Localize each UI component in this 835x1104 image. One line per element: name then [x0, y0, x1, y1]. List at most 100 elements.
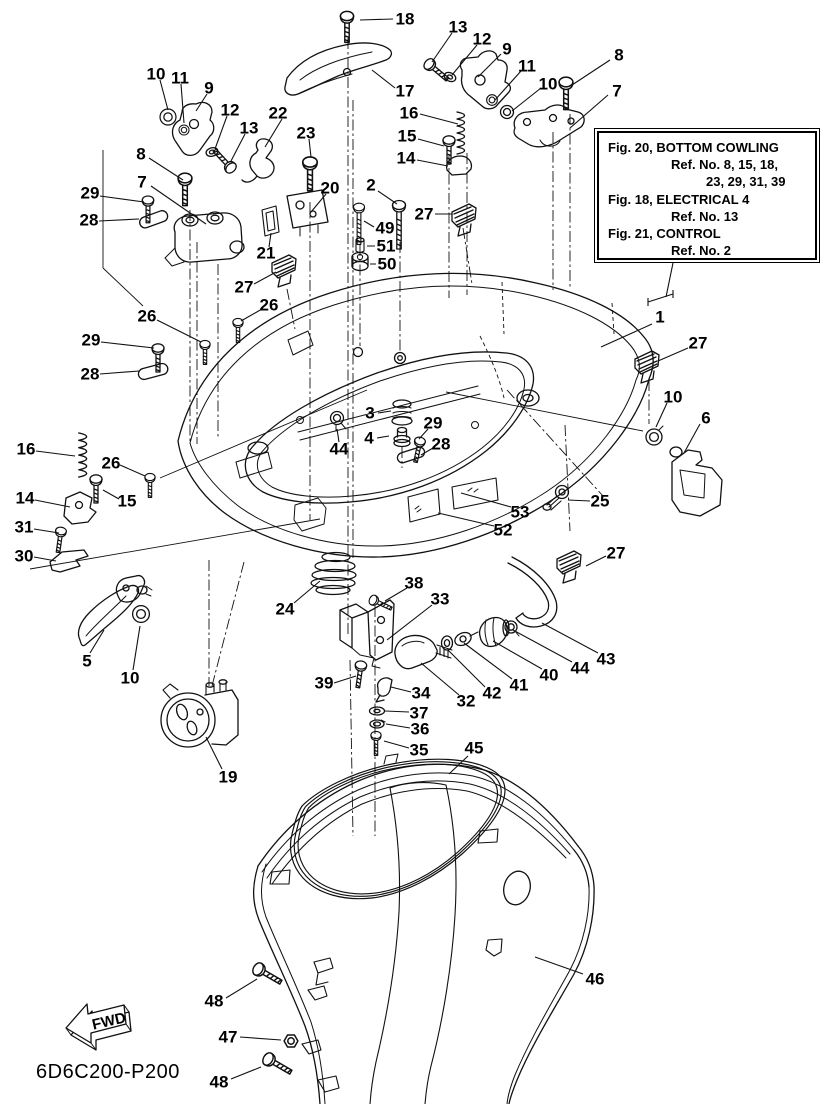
- screw-48b: [259, 1050, 295, 1079]
- callout-10: 10: [146, 64, 166, 84]
- callout-40: 40: [539, 665, 559, 685]
- mount-27d: [556, 550, 582, 584]
- screw-25: [542, 484, 570, 511]
- mount-3-4: [391, 399, 413, 448]
- callout-37: 37: [409, 703, 429, 723]
- callout-51: 51: [376, 236, 396, 256]
- fwd-arrow: [65, 1003, 132, 1051]
- housing-6: [669, 446, 723, 517]
- callout-33: 33: [430, 589, 450, 609]
- callout-12: 12: [472, 29, 492, 49]
- projection-lines: [29, 38, 650, 837]
- figure-reference-line: Fig. 21, CONTROL: [608, 226, 721, 242]
- callout-26: 26: [137, 306, 157, 326]
- callout-39: 39: [314, 673, 334, 693]
- callout-45: 45: [464, 738, 484, 758]
- right-latch-cluster: [421, 50, 585, 176]
- unit-19: [160, 679, 239, 748]
- callout-27: 27: [688, 333, 708, 353]
- callout-1: 1: [655, 307, 665, 327]
- callout-28: 28: [79, 210, 99, 230]
- callout-20: 20: [320, 178, 340, 198]
- callout-12: 12: [220, 100, 240, 120]
- callout-29: 29: [80, 183, 100, 203]
- callout-49: 49: [375, 218, 395, 238]
- callout-7: 7: [137, 172, 147, 192]
- leader-lines: [33, 18, 701, 1080]
- callout-10: 10: [120, 668, 140, 688]
- callout-8: 8: [136, 144, 146, 164]
- callout-15: 15: [117, 491, 137, 511]
- strap-28c: [396, 446, 426, 464]
- callout-27: 27: [234, 277, 254, 297]
- figure-reference-box: Fig. 20, BOTTOM COWLING Ref. No. 8, 15, 1…: [594, 128, 820, 263]
- callout-30: 30: [14, 546, 34, 566]
- bushing-10r: [645, 425, 664, 446]
- callout-13: 13: [239, 118, 259, 138]
- figure-reference-line: Ref. No. 2: [671, 243, 731, 259]
- callout-7: 7: [612, 81, 622, 101]
- callout-15: 15: [397, 126, 417, 146]
- callout-14: 14: [15, 488, 35, 508]
- callout-28: 28: [80, 364, 100, 384]
- callout-38: 38: [404, 573, 424, 593]
- callout-34: 34: [411, 683, 431, 703]
- fuel-connector-group: [394, 556, 558, 670]
- callout-10: 10: [538, 74, 558, 94]
- callout-5: 5: [82, 651, 92, 671]
- callout-42: 42: [482, 683, 502, 703]
- callout-36: 36: [410, 719, 430, 739]
- callout-53: 53: [510, 502, 530, 522]
- callout-48: 48: [209, 1072, 229, 1092]
- callout-31: 31: [14, 517, 34, 537]
- callout-2: 2: [366, 175, 376, 195]
- callout-10: 10: [663, 387, 683, 407]
- callout-27: 27: [606, 543, 626, 563]
- left-lower-hardware: [49, 432, 103, 573]
- callout-6: 6: [701, 408, 711, 428]
- callout-19: 19: [218, 767, 238, 787]
- callout-11: 11: [171, 68, 189, 88]
- figure-reference-line: Ref. No. 8, 15, 18,: [671, 157, 778, 173]
- apron-46: [252, 763, 595, 1104]
- callout-46: 46: [585, 969, 605, 989]
- cowling-cover-17: [284, 42, 393, 96]
- mount-27b: [451, 203, 477, 237]
- callout-41: 41: [509, 675, 529, 695]
- mount-27c: [634, 350, 660, 384]
- hook-latch-cluster: [241, 138, 329, 237]
- figure-reference-line: Ref. No. 13: [671, 208, 739, 224]
- nut-47: [283, 1034, 299, 1048]
- part-code: 6D6C200-P200: [36, 1061, 180, 1083]
- callout-43: 43: [596, 649, 616, 669]
- figure-reference-line: Fig. 18, ELECTRICAL 4: [608, 191, 750, 207]
- callout-29: 29: [423, 413, 443, 433]
- callout-4: 4: [364, 428, 374, 448]
- callout-21: 21: [256, 243, 276, 263]
- callout-28: 28: [431, 434, 451, 454]
- callout-23: 23: [296, 123, 316, 143]
- clamp-44a: [329, 410, 347, 432]
- figure-reference-line: Fig. 20, BOTTOM COWLING: [608, 140, 779, 155]
- handle-5: [77, 574, 153, 647]
- callout-3: 3: [365, 403, 375, 423]
- figure-reference-line: 23, 29, 31, 39: [706, 174, 786, 190]
- callout-18: 18: [395, 9, 415, 29]
- callout-11: 11: [518, 56, 536, 76]
- callout-9: 9: [502, 39, 512, 59]
- seal-45: [289, 753, 506, 900]
- callout-9: 9: [204, 78, 214, 98]
- callout-47: 47: [218, 1027, 238, 1047]
- callout-44: 44: [329, 439, 349, 459]
- screw-18: [339, 10, 355, 44]
- callout-26: 26: [101, 453, 121, 473]
- callout-44: 44: [570, 658, 590, 678]
- mount-27a: [271, 254, 297, 288]
- figure-reference-lines: Fig. 20, BOTTOM COWLING Ref. No. 8, 15, 1…: [597, 131, 817, 260]
- callout-17: 17: [395, 81, 415, 101]
- callout-25: 25: [590, 491, 610, 511]
- callout-14: 14: [396, 148, 416, 168]
- callout-8: 8: [614, 45, 624, 65]
- ref-1-bracket: [647, 262, 674, 306]
